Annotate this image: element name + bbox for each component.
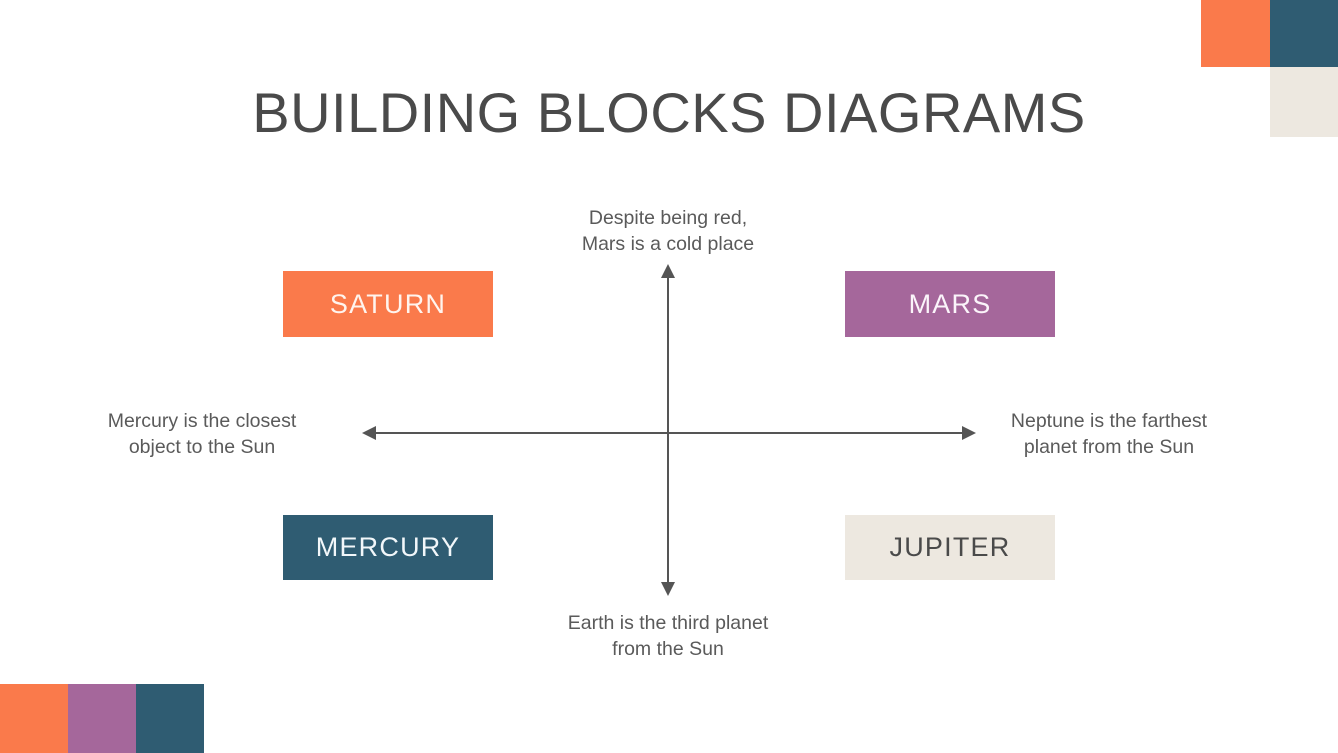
deco-top-right-teal-square — [1270, 0, 1338, 67]
arrow-down-icon — [661, 582, 675, 596]
block-saturn[interactable]: SATURN — [283, 271, 493, 337]
deco-top-right-cream-square — [1270, 67, 1338, 137]
deco-top-right-orange-square — [1201, 0, 1270, 67]
vertical-axis-line — [667, 272, 669, 592]
deco-bottom-left-orange-square — [0, 684, 68, 753]
note-bottom-earth: Earth is the third planet from the Sun — [567, 612, 769, 660]
block-mercury[interactable]: MERCURY — [283, 515, 493, 580]
deco-bottom-left-teal-square — [136, 684, 204, 753]
deco-bottom-left-purple-square — [68, 684, 136, 753]
arrow-up-icon — [661, 264, 675, 278]
block-jupiter[interactable]: JUPITER — [845, 515, 1055, 580]
note-right-neptune: Neptune is the farthest planet from the … — [1010, 410, 1208, 458]
note-left-mercury: Mercury is the closest object to the Sun — [107, 410, 297, 458]
note-top-mars: Despite being red, Mars is a cold place — [581, 207, 755, 255]
page-title: BUILDING BLOCKS DIAGRAMS — [252, 81, 1086, 144]
arrow-right-icon — [962, 426, 976, 440]
arrow-left-icon — [362, 426, 376, 440]
horizontal-axis-line — [368, 432, 972, 434]
block-mars[interactable]: MARS — [845, 271, 1055, 337]
